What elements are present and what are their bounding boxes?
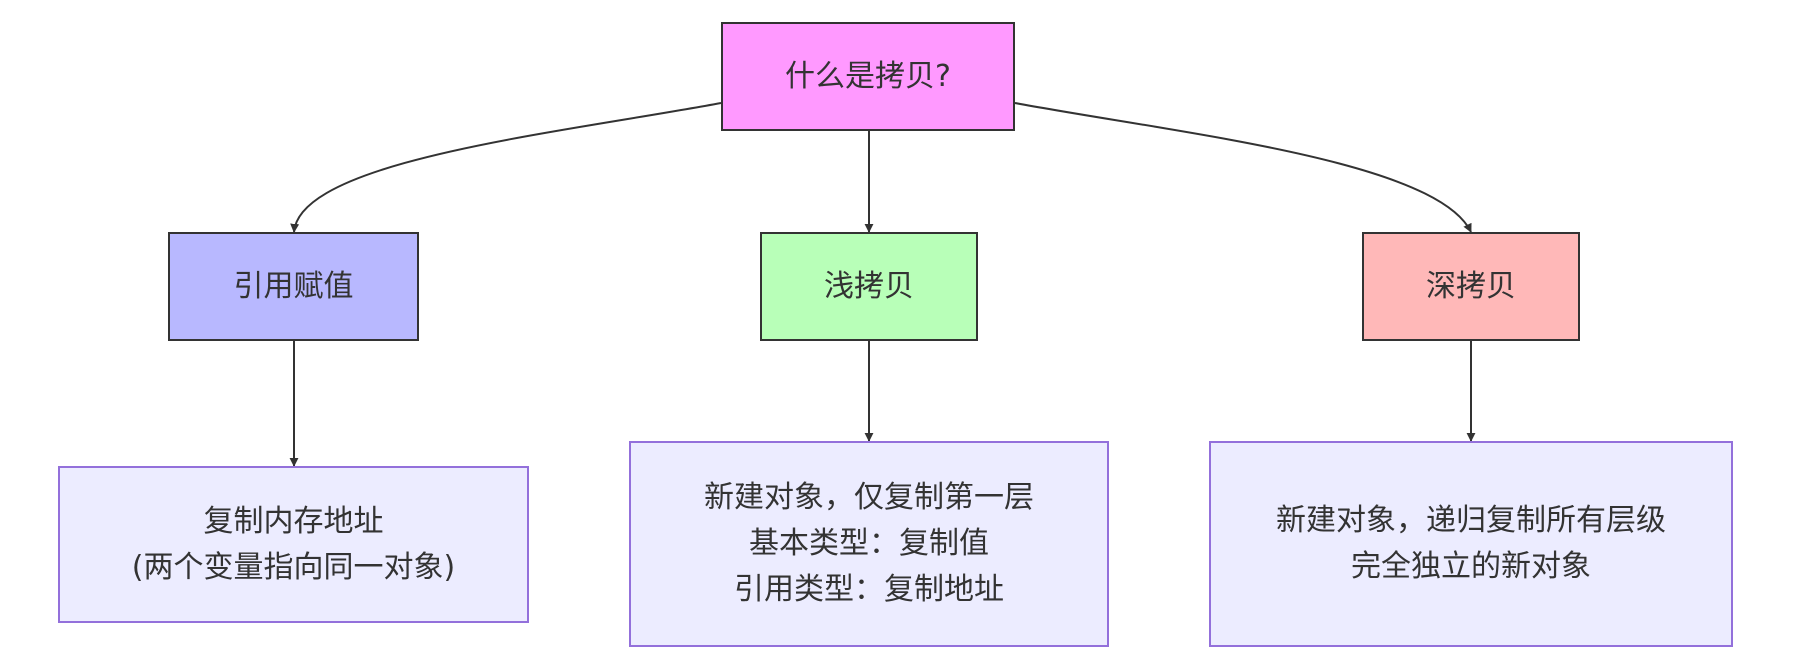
node-what-is-copy: 什么是拷贝? bbox=[721, 22, 1015, 131]
node-deep-copy: 深拷贝 bbox=[1362, 232, 1580, 341]
node-text-line: (两个变量指向同一对象) bbox=[131, 549, 456, 585]
node-label: 浅拷贝 bbox=[824, 268, 914, 304]
node-reference-assignment: 引用赋值 bbox=[168, 232, 419, 341]
node-text-line: 新建对象，递归复制所有层级 bbox=[1276, 503, 1666, 538]
edge-root-to-deep-copy bbox=[1014, 102, 1472, 233]
node-deep-copy-description: 新建对象，递归复制所有层级 完全独立的新对象 bbox=[1209, 441, 1733, 647]
node-text-line: 完全独立的新对象 bbox=[1351, 549, 1591, 584]
node-shallow-copy-description: 新建对象，仅复制第一层 基本类型：复制值 引用类型：复制地址 bbox=[629, 441, 1109, 647]
node-label: 深拷贝 bbox=[1426, 268, 1516, 304]
node-text-line: 基本类型：复制值 bbox=[749, 526, 989, 561]
node-text-line: 新建对象，仅复制第一层 bbox=[704, 480, 1034, 515]
node-shallow-copy: 浅拷贝 bbox=[760, 232, 978, 341]
node-label: 引用赋值 bbox=[233, 268, 354, 304]
node-reference-description: 复制内存地址 (两个变量指向同一对象) bbox=[58, 466, 529, 623]
node-label: 什么是拷贝? bbox=[785, 58, 951, 94]
node-text-line: 引用类型：复制地址 bbox=[734, 572, 1004, 607]
edge-root-to-reference-assignment bbox=[290, 102, 722, 233]
node-text-line: 复制内存地址 bbox=[203, 503, 384, 539]
